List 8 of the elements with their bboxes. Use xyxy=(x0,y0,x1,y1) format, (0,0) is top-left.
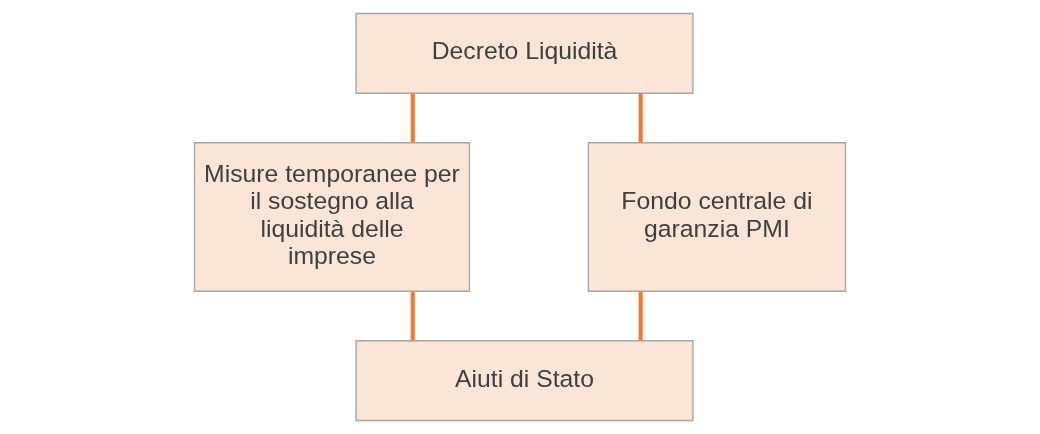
node-box: Misure temporanee per il sostegno alla liquidità delle imprese xyxy=(193,142,471,292)
connector xyxy=(638,291,643,341)
node-box: Fondo centrale di garanzia PMI xyxy=(587,142,847,292)
connector xyxy=(410,93,415,143)
node-box: Aiuti di Stato xyxy=(355,340,694,422)
node-box: Decreto Liquidità xyxy=(355,12,694,94)
connector xyxy=(410,291,415,341)
connector xyxy=(638,93,643,143)
